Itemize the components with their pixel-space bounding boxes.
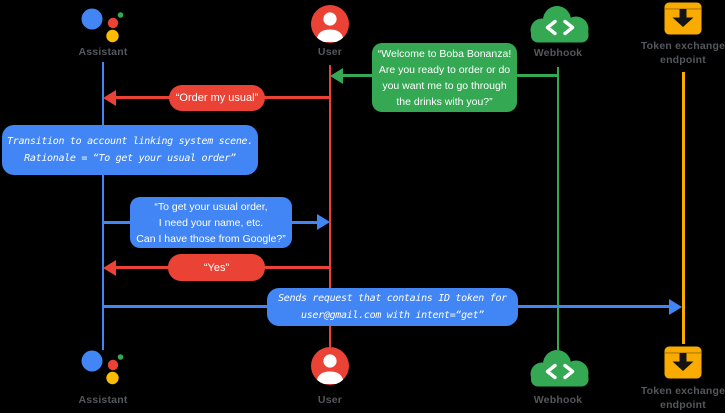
- webhook-lifeline: [556, 67, 560, 350]
- webhook-label-top: Webhook: [533, 47, 583, 59]
- webhook-icon: [530, 350, 589, 387]
- user-lifeline: [328, 65, 332, 347]
- token-endpoint-icon: [664, 346, 702, 379]
- token-endpoint-icon: [664, 2, 702, 35]
- assistant-label-top: Assistant: [78, 46, 128, 58]
- assistant-lifeline: [101, 62, 105, 350]
- yes-arrowhead: [103, 259, 116, 276]
- sends-note-box: Sends request that contains ID token for…: [267, 288, 518, 326]
- order-arrowhead: [103, 89, 116, 106]
- webhook-label-bottom: Webhook: [533, 394, 583, 406]
- welcome-arrowhead: [330, 67, 343, 84]
- welcome-message-box: “Welcome to Boba Bonanza! Are you ready …: [372, 43, 517, 112]
- token-endpoint-label-bottom: Token exchange endpoint: [640, 385, 725, 411]
- order-message-box: “Order my usual”: [169, 85, 265, 111]
- user-icon: [311, 347, 349, 385]
- assistant-icon: [81, 8, 124, 43]
- assistant-icon: [81, 350, 124, 385]
- user-label-bottom: User: [317, 394, 343, 406]
- ask-arrowhead: [317, 214, 330, 230]
- token-endpoint-label-top: Token exchange endpoint: [640, 40, 725, 66]
- ask-message-box: “To get your usual order, I need your na…: [130, 197, 292, 248]
- token-endpoint-lifeline: [682, 72, 685, 344]
- user-icon: [311, 5, 349, 43]
- user-label-top: User: [317, 46, 343, 58]
- transition-note-box: Transition to account linking system sce…: [2, 125, 258, 175]
- sends-arrowhead: [669, 298, 682, 315]
- assistant-label-bottom: Assistant: [78, 394, 128, 406]
- webhook-icon: [530, 6, 589, 43]
- yes-message-box: “Yes”: [168, 254, 265, 281]
